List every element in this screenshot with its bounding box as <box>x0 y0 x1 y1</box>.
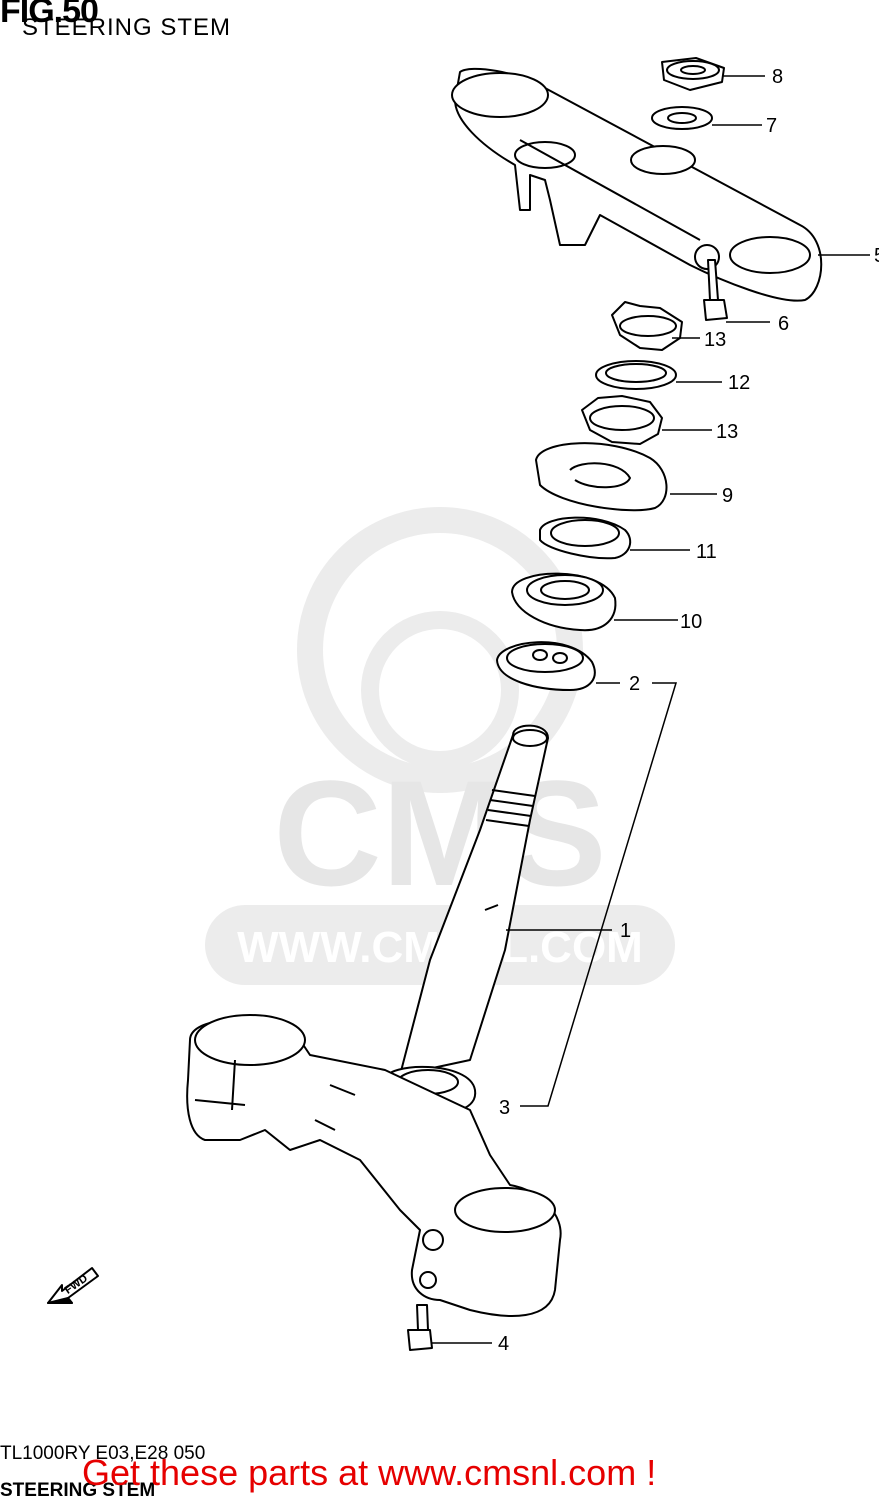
model-code: TL1000RY E03,E28 050 <box>0 1443 206 1464</box>
callout-13-upper: 13 <box>704 329 726 351</box>
callout-8: 8 <box>772 66 783 88</box>
callout-1: 1 <box>620 920 631 942</box>
callout-9: 9 <box>722 485 733 507</box>
callout-labels: 8 7 5 6 13 12 13 9 11 10 2 1 3 4 <box>498 66 879 1355</box>
callout-3: 3 <box>499 1097 510 1119</box>
leader-lines <box>432 75 870 1344</box>
part-12-washer <box>595 360 677 390</box>
watermark-cms-text: CMS <box>273 749 606 917</box>
part-6-bolt <box>703 259 728 321</box>
part-10-bearing <box>511 572 617 632</box>
part-13-upper-locknut <box>611 301 683 351</box>
callout-7: 7 <box>766 115 777 137</box>
part-1-steering-stem <box>399 724 549 1076</box>
callout-4: 4 <box>498 1333 509 1355</box>
figure-title: FIG.50 <box>0 0 99 30</box>
lower-bracket <box>186 1014 562 1317</box>
part-4-bolt <box>407 1304 433 1351</box>
part-13-lower-locknut <box>581 395 663 445</box>
part-2-race <box>496 641 596 691</box>
part-8-nut <box>661 57 725 91</box>
callout-2: 2 <box>629 673 640 695</box>
callout-6: 6 <box>778 313 789 335</box>
callout-13-lower: 13 <box>716 421 738 443</box>
part-9-dust-cover <box>535 442 668 512</box>
part-7-washer <box>651 106 713 130</box>
callout-12: 12 <box>728 372 750 394</box>
callout-5: 5 <box>874 245 879 267</box>
fwd-arrow-icon <box>47 1267 99 1304</box>
part-5-upper-bracket <box>451 67 823 302</box>
figure-subtitle: STEERING STEM <box>22 14 232 41</box>
callout-10: 10 <box>680 611 702 633</box>
model-subtitle: STEERING STEM <box>0 1480 156 1501</box>
callout-11: 11 <box>696 541 717 563</box>
buy-parts-link[interactable]: Get these parts at www.cmsnl.com ! <box>82 1452 657 1493</box>
part-11-race <box>539 516 632 560</box>
watermark-logo: CMS WWW.CMSNL.COM <box>205 507 675 985</box>
